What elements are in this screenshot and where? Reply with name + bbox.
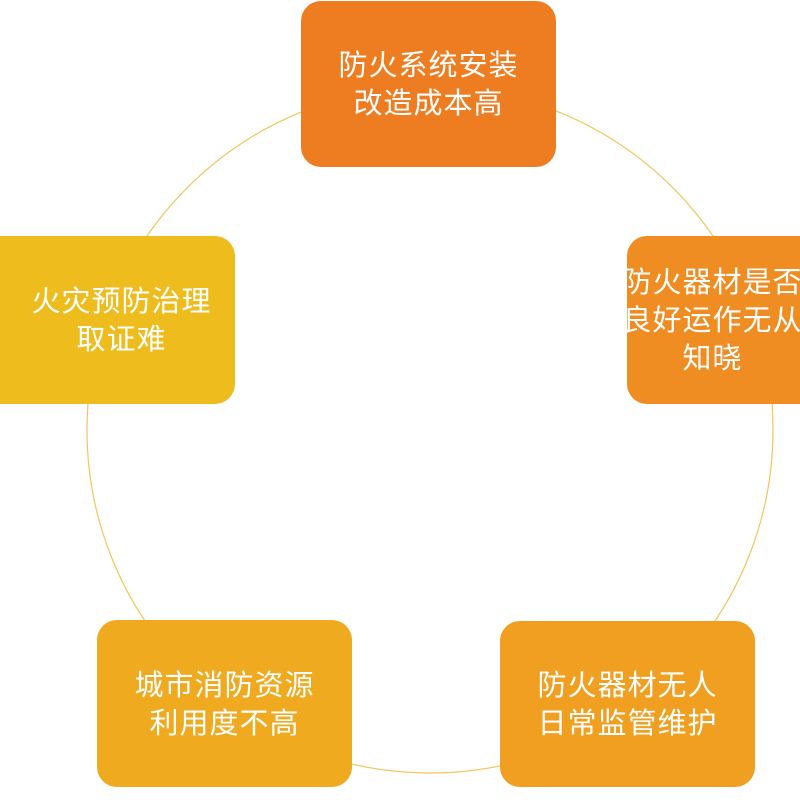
- node-equipment-status-unknown-label: 防火器材是否 良好运作无从 知晓: [622, 265, 800, 375]
- node-no-daily-maintenance: 防火器材无人 日常监管维护: [500, 621, 755, 787]
- node-evidence-difficulty: 火灾预防治理 取证难: [0, 236, 235, 404]
- node-low-resource-utilization: 城市消防资源 利用度不高: [97, 620, 352, 787]
- node-installation-cost-label: 防火系统安装 改造成本高: [338, 48, 519, 120]
- node-low-resource-utilization-label: 城市消防资源 利用度不高: [134, 667, 315, 740]
- node-installation-cost: 防火系统安装 改造成本高: [301, 1, 556, 167]
- node-equipment-status-unknown: 防火器材是否 良好运作无从 知晓: [622, 236, 800, 404]
- node-evidence-difficulty-label: 火灾预防治理 取证难: [31, 284, 212, 356]
- node-no-daily-maintenance-label: 防火器材无人 日常监管维护: [537, 668, 718, 740]
